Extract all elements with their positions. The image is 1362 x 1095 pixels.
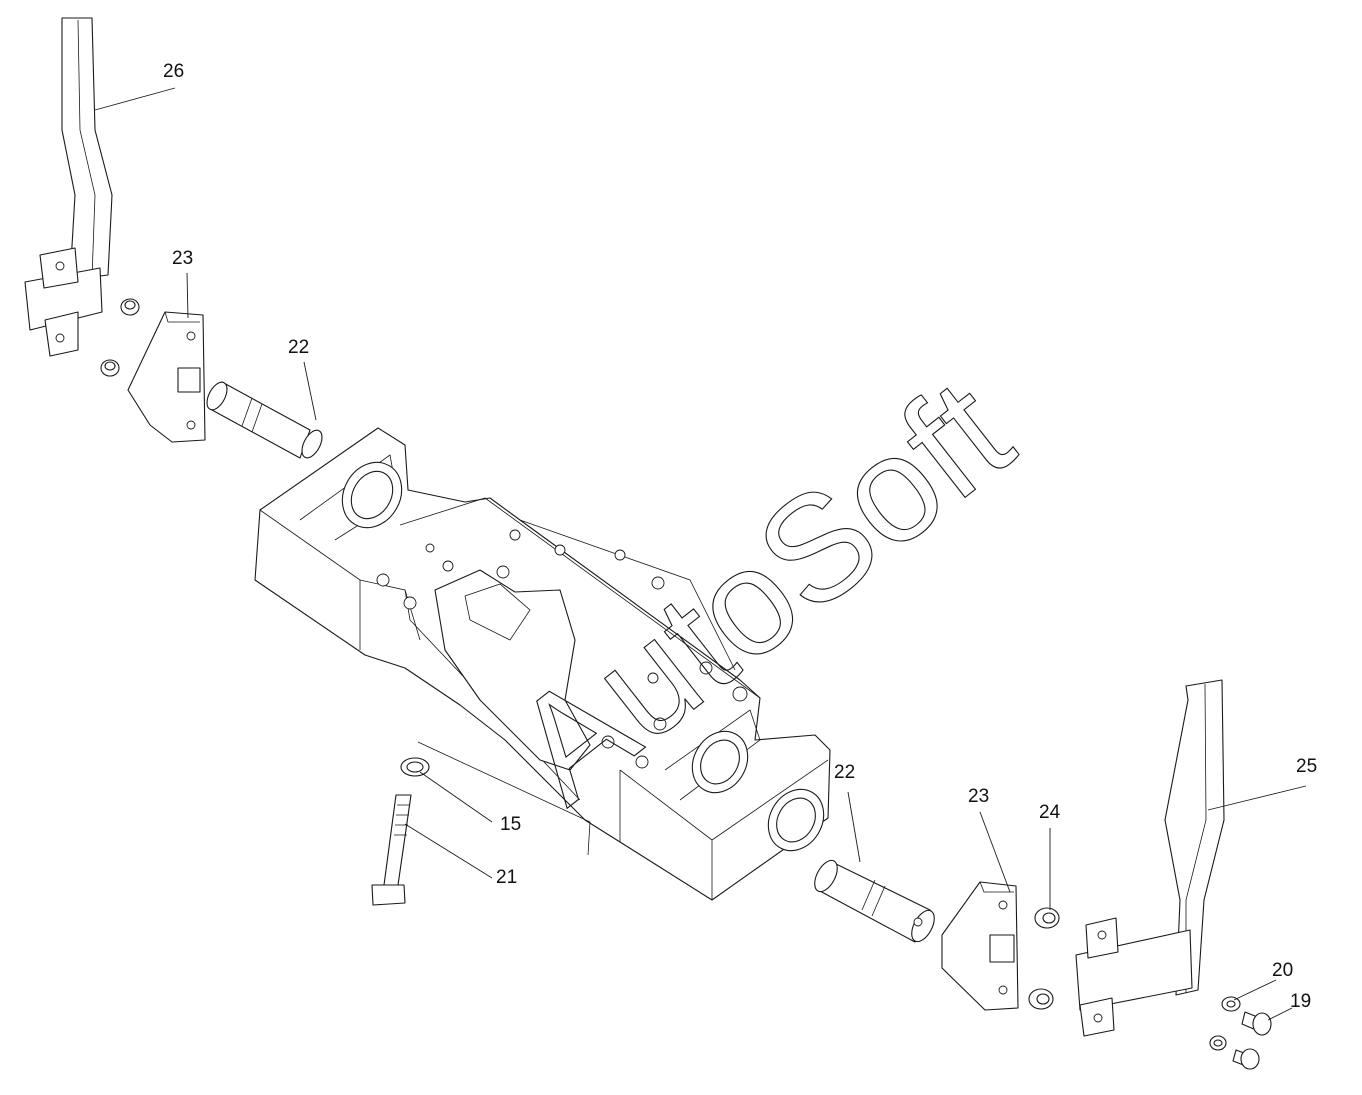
callout-15: 15 — [500, 814, 521, 835]
callout-19: 19 — [1290, 991, 1311, 1012]
main-housing — [254, 427, 831, 901]
washer-20-lower — [1209, 1035, 1227, 1051]
pin-22-lower — [814, 859, 935, 943]
pin-22-upper — [206, 381, 323, 459]
callout-24: 24 — [1039, 802, 1061, 823]
callout-20: 20 — [1272, 960, 1293, 981]
callout-22-upper: 22 — [288, 337, 309, 358]
leader-lines — [94, 87, 1307, 1021]
plate-23-left — [127, 311, 206, 443]
bolt-19-upper — [1241, 1011, 1272, 1036]
callout-23-left: 23 — [172, 248, 193, 269]
bushing-left-upper — [120, 298, 140, 316]
bolt-19-lower — [1232, 1048, 1260, 1070]
bolt-21 — [371, 794, 412, 906]
washer-20-upper — [1221, 996, 1241, 1012]
callout-26: 26 — [163, 61, 184, 82]
bushing-24-lower — [1028, 988, 1054, 1010]
bushing-24-upper — [1034, 907, 1060, 929]
bushing-left-lower — [100, 359, 120, 377]
plate-23-right — [941, 881, 1019, 1011]
washer-15 — [400, 757, 430, 777]
guide-line — [417, 741, 591, 856]
callout-23-right: 23 — [968, 786, 989, 807]
callout-22-lower: 22 — [834, 762, 855, 783]
callout-21: 21 — [496, 867, 517, 888]
bracket-26 — [24, 17, 113, 357]
callout-25: 25 — [1296, 756, 1317, 777]
bracket-25 — [1075, 679, 1225, 1037]
